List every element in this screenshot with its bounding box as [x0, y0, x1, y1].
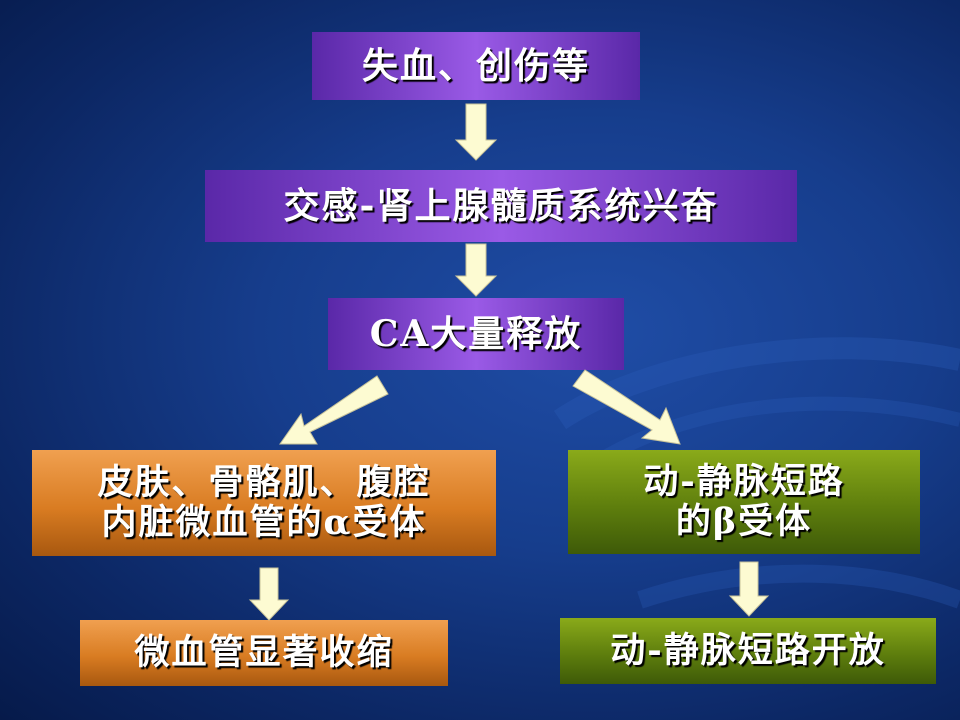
arrow-down-2 [454, 243, 498, 297]
node-microvessel-contraction-label: 微血管显著收缩 [134, 632, 394, 673]
node-beta-receptor-line1: 动-静脉短路 [643, 461, 845, 502]
node-blood-loss-trauma-label: 失血、创伤等 [361, 45, 590, 87]
node-beta-receptor-line2: 的β受体 [675, 501, 813, 542]
node-beta-receptor: 动-静脉短路 的β受体 [568, 450, 920, 554]
arrow-down-1 [454, 103, 498, 161]
arrow-down-right [728, 561, 770, 617]
node-sympathetic-adrenal-excitation-label: 交感-肾上腺髓质系统兴奋 [283, 185, 719, 227]
node-alpha-receptor-line2: 内脏微血管的α受体 [101, 502, 427, 543]
node-blood-loss-trauma: 失血、创伤等 [312, 32, 640, 100]
arrow-down-left [248, 567, 290, 621]
arrow-diag-left [279, 375, 389, 445]
node-av-shunt-open: 动-静脉短路开放 [560, 618, 936, 684]
node-ca-release-label: CA大量释放 [369, 313, 583, 355]
node-ca-release: CA大量释放 [328, 298, 624, 370]
node-av-shunt-open-label: 动-静脉短路开放 [610, 630, 886, 671]
node-microvessel-contraction: 微血管显著收缩 [80, 620, 448, 686]
node-alpha-receptor-line1: 皮肤、骨骼肌、腹腔 [97, 462, 431, 503]
node-sympathetic-adrenal-excitation: 交感-肾上腺髓质系统兴奋 [205, 170, 797, 242]
arrow-diag-right [572, 369, 681, 445]
node-alpha-receptor: 皮肤、骨骼肌、腹腔 内脏微血管的α受体 [32, 450, 496, 556]
